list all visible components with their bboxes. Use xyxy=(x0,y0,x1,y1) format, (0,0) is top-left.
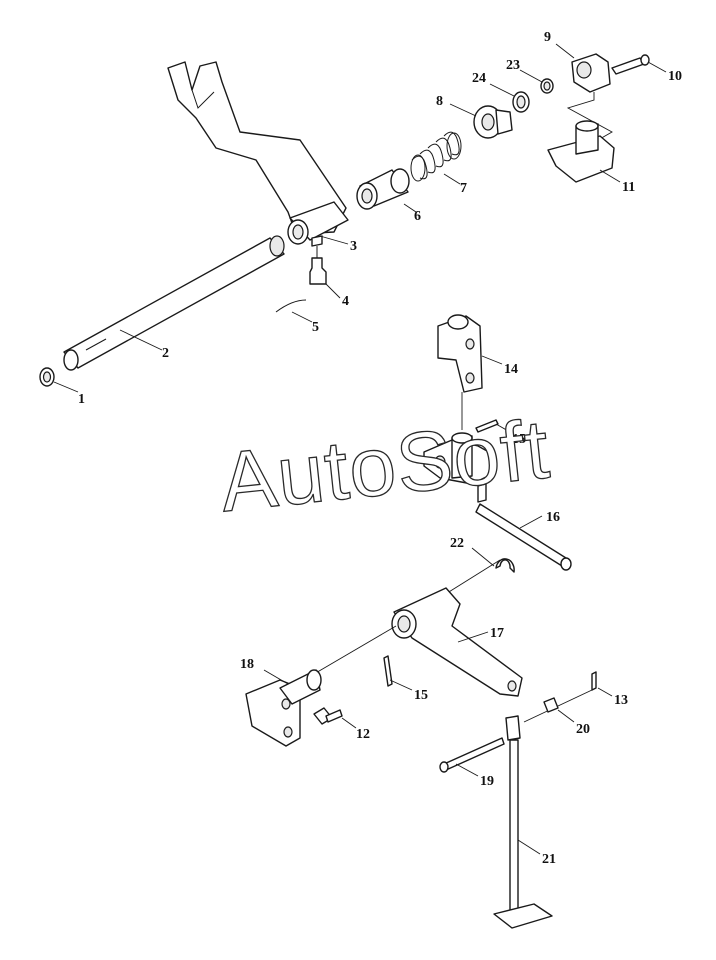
callout-20: 20 xyxy=(576,722,590,737)
callout-6: 6 xyxy=(414,209,421,224)
part-14-bracket xyxy=(437,314,483,393)
callout-13: 13 xyxy=(614,693,628,708)
callout-19: 19 xyxy=(480,774,494,789)
part-10-pin xyxy=(611,54,650,75)
callout-14: 14 xyxy=(504,362,518,377)
callout-18: 18 xyxy=(240,657,254,672)
callout-1: 1 xyxy=(78,392,85,407)
callout-11: 11 xyxy=(622,180,635,195)
callout-17: 17 xyxy=(490,626,504,641)
callout-8: 8 xyxy=(436,94,443,109)
part-11-bracket xyxy=(547,120,615,183)
part-20-washer xyxy=(543,697,559,713)
part-3-fork-lever xyxy=(167,61,349,247)
part-15-pin-lower xyxy=(383,655,393,687)
watermark: AutoSoft xyxy=(216,401,554,529)
callout-labels: 1 2 3 4 5 6 7 8 9 10 11 12 13 14 15 15 1… xyxy=(78,30,682,867)
part-21-pedal-rod xyxy=(493,715,553,929)
callout-9: 9 xyxy=(544,30,551,45)
callout-3: 3 xyxy=(350,239,357,254)
callout-16: 16 xyxy=(546,510,560,525)
part-12-bolt xyxy=(313,707,343,725)
selector-hub xyxy=(423,432,497,485)
part-24-ring xyxy=(512,91,530,113)
callout-10: 10 xyxy=(668,69,682,84)
part-23-ring xyxy=(540,78,554,94)
part-6-bushing xyxy=(356,168,410,210)
callout-5: 5 xyxy=(312,320,319,335)
leader-lines xyxy=(53,43,667,855)
callout-7: 7 xyxy=(460,181,467,196)
part-2-shaft xyxy=(63,235,285,371)
part-1-washer xyxy=(39,367,55,387)
callout-23: 23 xyxy=(506,58,520,73)
part-7-spring xyxy=(410,131,462,182)
callout-4: 4 xyxy=(342,294,349,309)
callout-12: 12 xyxy=(356,727,370,742)
callout-2: 2 xyxy=(162,346,169,361)
part-8-spring-seat xyxy=(473,105,513,139)
part-22-circlip xyxy=(495,558,515,573)
part-4-grease-fitting xyxy=(309,246,327,285)
part-16-link-rod xyxy=(475,483,572,571)
callout-15-lower: 15 xyxy=(414,688,428,703)
part-13-cotter-pin xyxy=(591,671,597,691)
callout-15-upper: 15 xyxy=(512,432,526,447)
part-9-bracket xyxy=(571,53,611,93)
callout-24: 24 xyxy=(472,71,486,86)
part-5-wire xyxy=(275,299,307,313)
part-17-lever xyxy=(391,587,523,697)
part-18-bracket xyxy=(245,669,322,747)
callout-22: 22 xyxy=(450,536,464,551)
part-19-clevis-pin xyxy=(439,737,505,773)
callout-21: 21 xyxy=(542,852,556,867)
part-15-pin-upper xyxy=(475,419,499,433)
